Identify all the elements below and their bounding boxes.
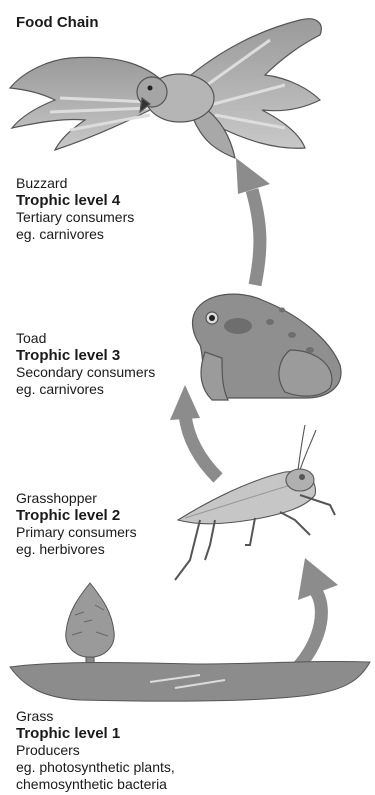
example-text-2: chemosynthetic bacteria — [16, 776, 175, 793]
trophic-level: Trophic level 1 — [16, 725, 175, 742]
toad-illustration — [193, 294, 341, 400]
example-text: eg. herbivores — [16, 541, 137, 558]
organism-name: Buzzard — [16, 175, 134, 192]
organism-name: Grasshopper — [16, 490, 137, 507]
buzzard-label: Buzzard Trophic level 4 Tertiary consume… — [16, 175, 134, 243]
toad-label: Toad Trophic level 3 Secondary consumers… — [16, 330, 155, 398]
trophic-level: Trophic level 2 — [16, 507, 137, 524]
consumer-role: Secondary consumers — [16, 364, 155, 381]
arrow-toad-to-buzzard — [236, 158, 270, 285]
consumer-role: Primary consumers — [16, 524, 137, 541]
example-text: eg. carnivores — [16, 381, 155, 398]
grass-label: Grass Trophic level 1 Producers eg. phot… — [16, 708, 175, 793]
grasshopper-label: Grasshopper Trophic level 2 Primary cons… — [16, 490, 137, 558]
tree-illustration — [66, 583, 114, 666]
trophic-level: Trophic level 3 — [16, 347, 155, 364]
buzzard-illustration — [10, 19, 321, 158]
consumer-role: Producers — [16, 742, 175, 759]
organism-name: Toad — [16, 330, 155, 347]
example-text: eg. carnivores — [16, 226, 134, 243]
trophic-level: Trophic level 4 — [16, 192, 134, 209]
consumer-role: Tertiary consumers — [16, 209, 134, 226]
organism-name: Grass — [16, 708, 175, 725]
example-text: eg. photosynthetic plants, — [16, 759, 175, 776]
grass-illustration — [10, 661, 370, 701]
